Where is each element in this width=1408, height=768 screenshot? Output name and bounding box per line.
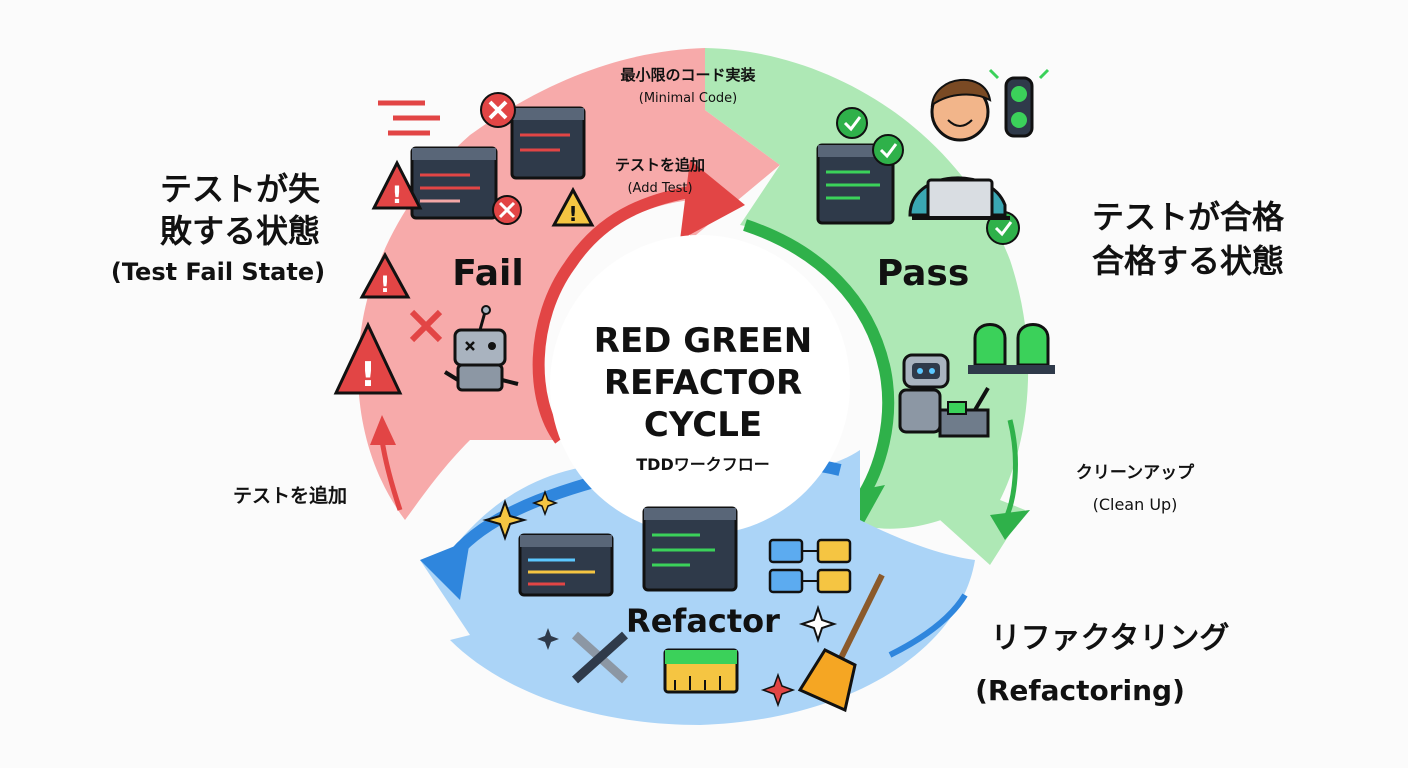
check-circle-icon [836, 107, 868, 139]
add-test-bottom: テストを追加 [233, 484, 347, 507]
fail-side-line-1: テストが失 [160, 170, 321, 208]
center-title: RED GREEN REFACTOR CYCLE TDDワークフロー [594, 321, 812, 474]
center-circle [550, 235, 850, 535]
pass-side-line-1: テストが合格 [1092, 198, 1285, 236]
check-circle-icon-2 [872, 134, 904, 166]
code-window-blue-icon [518, 533, 614, 597]
fail-side-line-2: 敗する状態 [160, 212, 320, 250]
refactor-side-jp: リファクタリング [991, 621, 1230, 656]
refactor-side-en: (Refactoring) [975, 674, 1185, 707]
fail-outer-arrow [379, 439, 403, 511]
pass-outer-arrowhead [990, 510, 1030, 540]
pass-label: Pass [877, 253, 970, 294]
sparkle-icon [482, 499, 528, 541]
traffic-light-icon [988, 68, 1050, 138]
sparkle-icon-5 [537, 628, 559, 650]
cleanup-en: (Clean Up) [1093, 495, 1178, 514]
pass-inner-arrow [743, 219, 895, 504]
cleanup-jp: クリーンアップ [1076, 462, 1195, 483]
fail-outer-arrowhead [370, 415, 396, 445]
sparkle-icon-4 [760, 672, 796, 708]
fail-label: Fail [452, 253, 523, 294]
svg-text:!: ! [380, 273, 390, 298]
broken-robot-icon [443, 305, 519, 392]
broken-code-window-icon-2 [510, 106, 586, 180]
refactor-inner-arrowhead [420, 540, 470, 600]
center-subtitle: TDDワークフロー [636, 455, 769, 474]
warning-triangle-icon: ! [371, 159, 423, 210]
sparkle-icon-3 [798, 604, 838, 644]
minimal-code-en: (Minimal Code) [639, 91, 737, 106]
warning-triangle-yellow-icon: ! [551, 186, 595, 227]
green-lamp-icon [968, 323, 1012, 374]
wrench-screwdriver-icon [571, 631, 629, 684]
working-robot-icon [898, 353, 990, 438]
svg-text:!: ! [568, 202, 577, 226]
error-x-circle-icon [480, 92, 516, 128]
warning-triangle-icon-2: ! [359, 251, 411, 299]
red-x-mark-icon [409, 309, 443, 343]
svg-text:!: ! [360, 355, 376, 395]
center-title-line-2: REFACTOR [604, 363, 802, 403]
fail-inner-arrowhead [680, 160, 745, 240]
minimal-code-jp: 最小限のコード実装 [620, 66, 756, 84]
error-x-circle-icon-2 [492, 195, 522, 225]
happy-developer-icon [908, 78, 1010, 220]
fail-inner-arrow [532, 184, 701, 444]
ruler-icon [663, 648, 739, 694]
fail-side-line-3: (Test Fail State) [111, 258, 325, 286]
broom-icon [797, 573, 885, 713]
refactor-outer-arrow [888, 593, 968, 658]
center-title-line-1: RED GREEN [594, 321, 812, 361]
svg-text:!: ! [392, 181, 403, 209]
code-window-center-icon [642, 506, 738, 592]
pass-side-line-2: 合格する状態 [1092, 242, 1284, 280]
sparkle-icon-2 [531, 489, 559, 517]
add-test-en: (Add Test) [627, 181, 692, 196]
broken-code-window-icon [410, 146, 498, 220]
add-test-jp: テストを追加 [615, 156, 705, 174]
center-title-line-3: CYCLE [644, 405, 762, 445]
error-lines-icon [378, 100, 440, 136]
warning-triangle-large-icon: ! [333, 321, 403, 395]
green-lamp-icon-2 [1011, 323, 1055, 374]
refactor-label: Refactor [626, 602, 780, 640]
folder-tree-icon [768, 538, 852, 594]
